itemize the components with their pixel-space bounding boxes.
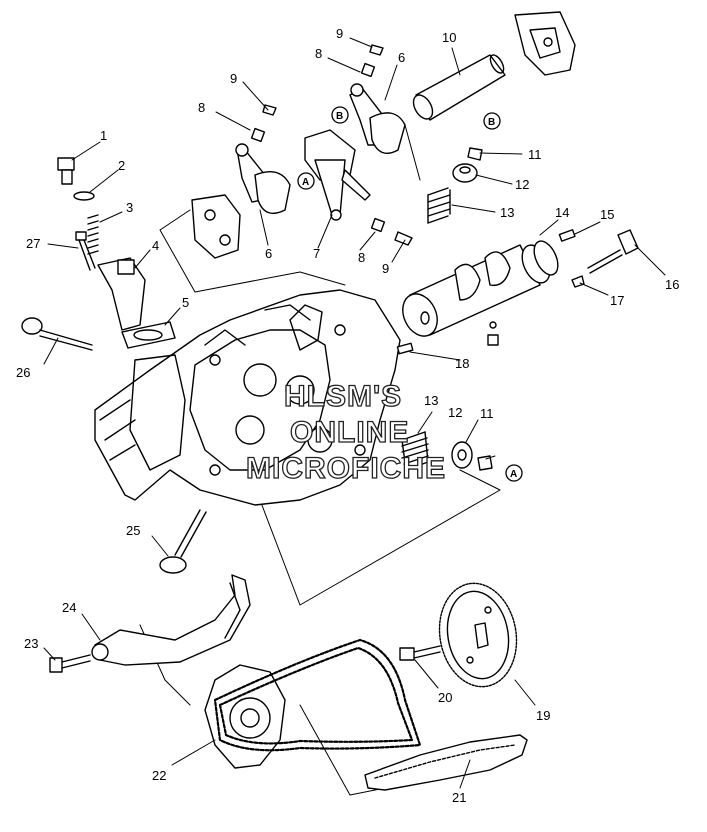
callout-2[interactable]: 2 [118,158,125,173]
part-16-decompressor-arm [587,229,639,274]
part-12-spring-retainer-lower [451,441,473,469]
callout-26[interactable]: 26 [16,365,30,380]
callout-24[interactable]: 24 [62,600,76,615]
callout-23[interactable]: 23 [24,636,38,651]
ref-mark-a-upper: A [302,177,309,188]
part-27-bolt [75,231,96,271]
callout-13-upper[interactable]: 13 [500,205,514,220]
part-21-chain-guide [364,734,528,791]
callout-5[interactable]: 5 [182,295,189,310]
small-fasteners [250,44,499,346]
reference-mark-circles [297,106,523,482]
callout-3[interactable]: 3 [126,200,133,215]
part-11-valve-keeper-lower [477,455,493,471]
callout-4[interactable]: 4 [152,238,159,253]
cylinder-head [94,289,401,506]
watermark-line-3: MICROFICHE [246,452,446,485]
callout-22[interactable]: 22 [152,768,166,783]
part-13-valve-spring-upper [427,187,451,224]
part-12-spring-retainer-upper [452,163,478,183]
callout-27[interactable]: 27 [26,236,40,251]
callout-21[interactable]: 21 [452,790,466,805]
callout-6-lower[interactable]: 6 [265,246,272,261]
callout-17[interactable]: 17 [610,293,624,308]
callout-13-lower[interactable]: 13 [424,393,438,408]
callout-12-upper[interactable]: 12 [515,177,529,192]
timing-chain [213,638,422,752]
watermark: HLSM'S ONLINE MICROFICHE [245,379,446,485]
part-10-rocker-shaft [412,54,506,121]
part-24-chain-guide [91,574,251,666]
callout-6-upper[interactable]: 6 [398,50,405,65]
callout-8-upper[interactable]: 8 [315,46,322,61]
callout-1[interactable]: 1 [100,128,107,143]
part-2-washer [73,191,95,201]
callout-14[interactable]: 14 [555,205,569,220]
part-19-cam-sprocket [438,582,518,688]
part-18-dowel-pin [396,342,414,355]
callout-18[interactable]: 18 [455,356,469,371]
part-6-rocker-arm-lower [235,143,291,214]
ref-mark-b-left: B [336,111,343,122]
callout-9-middle[interactable]: 9 [230,71,237,86]
ref-mark-b-right: B [488,117,495,128]
callout-9-upper[interactable]: 9 [336,26,343,41]
part-6-rocker-arm-upper [349,83,406,154]
part-26-exhaust-valve [21,317,93,351]
callout-10[interactable]: 10 [442,30,456,45]
callout-11-upper[interactable]: 11 [528,147,542,162]
part-7-rocker-arm [304,129,371,221]
leader-lines [43,37,666,789]
callout-20[interactable]: 20 [438,690,452,705]
part-15-pin [558,229,576,242]
callout-9-lower[interactable]: 9 [382,261,389,276]
part-20-bolt [399,645,441,661]
part-23-bolt [49,654,91,673]
part-3-spring [87,214,99,255]
part-14-camshaft [402,240,559,337]
callout-12-lower[interactable]: 12 [448,405,462,420]
part-1-cap-bolt [57,157,75,185]
part-4-chain-tensioner [97,257,146,331]
rocker-bracket [191,194,241,259]
watermark-line-2: ONLINE [290,416,409,449]
callout-7[interactable]: 7 [313,246,320,261]
part-13-valve-spring-lower [401,431,429,471]
callout-11-lower[interactable]: 11 [480,406,494,421]
reference-mark-letters: B B A A [302,111,517,480]
callout-19[interactable]: 19 [536,708,550,723]
watermark-line-1: HLSM'S [284,380,402,413]
callout-8-lower[interactable]: 8 [358,250,365,265]
cover-fragment [514,11,576,76]
callout-25[interactable]: 25 [126,523,140,538]
ref-mark-a-lower: A [510,469,517,480]
callout-16[interactable]: 16 [665,277,679,292]
callout-labels: 1 2 3 4 5 6 6 7 8 8 8 9 9 9 10 11 11 12 … [16,26,679,805]
part-5-gasket [121,321,176,349]
part-17-clip [571,275,585,288]
callout-8-middle[interactable]: 8 [198,100,205,115]
part-25-intake-valve [159,509,207,574]
callout-15[interactable]: 15 [600,207,614,222]
